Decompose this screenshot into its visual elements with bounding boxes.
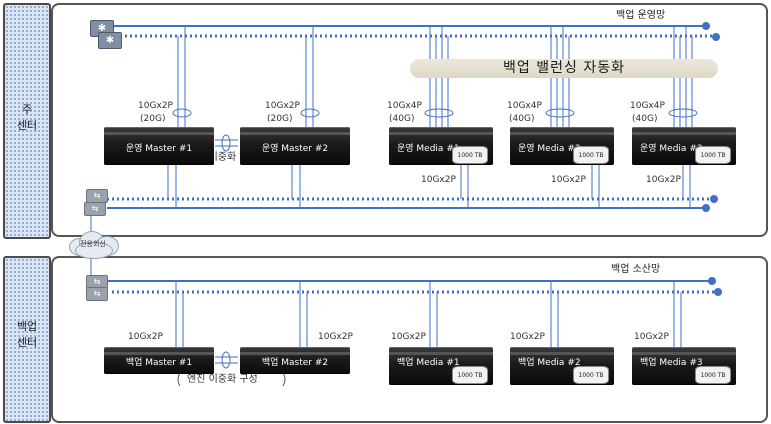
server-name: 운영 Media #1 — [397, 144, 460, 154]
server-name: 백업 Master #2 — [261, 358, 329, 368]
storage-capacity: 1000 TB — [578, 152, 604, 159]
backup-center-label-line1: 백업 — [16, 320, 38, 333]
router-icon: ✱ — [98, 32, 122, 49]
ops-master-1-server: 운영 Master #1 — [104, 127, 214, 165]
ops-media-2-server: 운영 Media #2 1000 TB — [510, 127, 614, 165]
main-redundancy-label: 엔진 이중화 구성 — [187, 152, 258, 163]
backup-center-label-line2: 센터 — [16, 336, 38, 349]
server-name: 백업 Media #2 — [518, 358, 581, 368]
backup-media-1-server: 백업 Media #1 1000 TB — [389, 347, 493, 385]
backup-media-2-server: 백업 Media #2 1000 TB — [510, 347, 614, 385]
server-name: 운영 Media #2 — [518, 144, 581, 154]
ops-media-1-server: 운영 Media #1 1000 TB — [389, 127, 493, 165]
storage-capacity: 1000 TB — [578, 372, 604, 379]
media1-bandwidth-label: (40G) — [389, 114, 415, 124]
server-name: 백업 Master #1 — [125, 358, 193, 368]
storage-disk-icon: 1000 TB — [452, 366, 488, 384]
dedicated-line-label: 전용회선 — [80, 240, 106, 248]
server-name: 백업 Media #1 — [397, 358, 460, 368]
server-name: 백업 Media #3 — [640, 358, 703, 368]
server-name: 운영 Media #3 — [640, 144, 703, 154]
main-center-label-line2: 센터 — [16, 119, 38, 132]
storage-capacity: 1000 TB — [700, 152, 726, 159]
master1-link-label: 10Gx2P — [138, 101, 173, 111]
storage-disk-icon: 1000 TB — [695, 366, 731, 384]
ops-master-2-server: 운영 Master #2 — [240, 127, 350, 165]
media1-downlink-label: 10Gx2P — [421, 175, 456, 185]
storage-disk-icon: 1000 TB — [573, 366, 609, 384]
storage-capacity: 1000 TB — [457, 152, 483, 159]
dedicated-line-cloud-icon: 전용회선 — [67, 230, 119, 259]
switch-icon: ⇆ — [86, 287, 108, 301]
backup-master-2-server: 백업 Master #2 — [240, 347, 350, 374]
backup-media1-link-label: 10Gx2P — [391, 332, 426, 342]
backup-media3-link-label: 10Gx2P — [634, 332, 669, 342]
main-center-side-tab: 주 센터 — [3, 3, 51, 239]
storage-disk-icon: 1000 TB — [573, 146, 609, 164]
server-name: 운영 Master #1 — [125, 144, 193, 154]
dispersion-network-label: 백업 소산망 — [611, 264, 661, 275]
storage-disk-icon: 1000 TB — [452, 146, 488, 164]
switch-icon: ⇆ — [86, 189, 108, 203]
media2-bandwidth-label: (40G) — [509, 114, 535, 124]
ops-network-label: 백업 운영망 — [616, 10, 666, 21]
media3-bandwidth-label: (40G) — [632, 114, 658, 124]
backup-center-panel — [51, 256, 768, 423]
storage-capacity: 1000 TB — [700, 372, 726, 379]
backup-balancing-banner: 백업 밸런싱 자동화 — [410, 59, 718, 78]
switch-icon: ⇆ — [84, 202, 106, 216]
media3-downlink-label: 10Gx2P — [646, 175, 681, 185]
backup-media2-link-label: 10Gx2P — [510, 332, 545, 342]
master2-bandwidth-label: (20G) — [267, 114, 293, 124]
media2-downlink-label: 10Gx2P — [551, 175, 586, 185]
backup-master2-link-label: 10Gx2P — [318, 332, 353, 342]
server-name: 운영 Master #2 — [261, 144, 329, 154]
backup-master-1-server: 백업 Master #1 — [104, 347, 214, 374]
master1-bandwidth-label: (20G) — [140, 114, 166, 124]
media2-link-label: 10Gx4P — [507, 101, 542, 111]
media3-link-label: 10Gx4P — [630, 101, 665, 111]
storage-capacity: 1000 TB — [457, 372, 483, 379]
media1-link-label: 10Gx4P — [387, 101, 422, 111]
ops-media-3-server: 운영 Media #3 1000 TB — [632, 127, 736, 165]
storage-disk-icon: 1000 TB — [695, 146, 731, 164]
backup-media-3-server: 백업 Media #3 1000 TB — [632, 347, 736, 385]
main-center-label-line1: 주 — [21, 103, 33, 116]
master2-link-label: 10Gx2P — [265, 101, 300, 111]
backup-center-side-tab: 백업 센터 — [3, 256, 51, 423]
backup-master1-link-label: 10Gx2P — [128, 332, 163, 342]
backup-redundancy-label: 엔진 이중화 구성 — [187, 374, 258, 385]
